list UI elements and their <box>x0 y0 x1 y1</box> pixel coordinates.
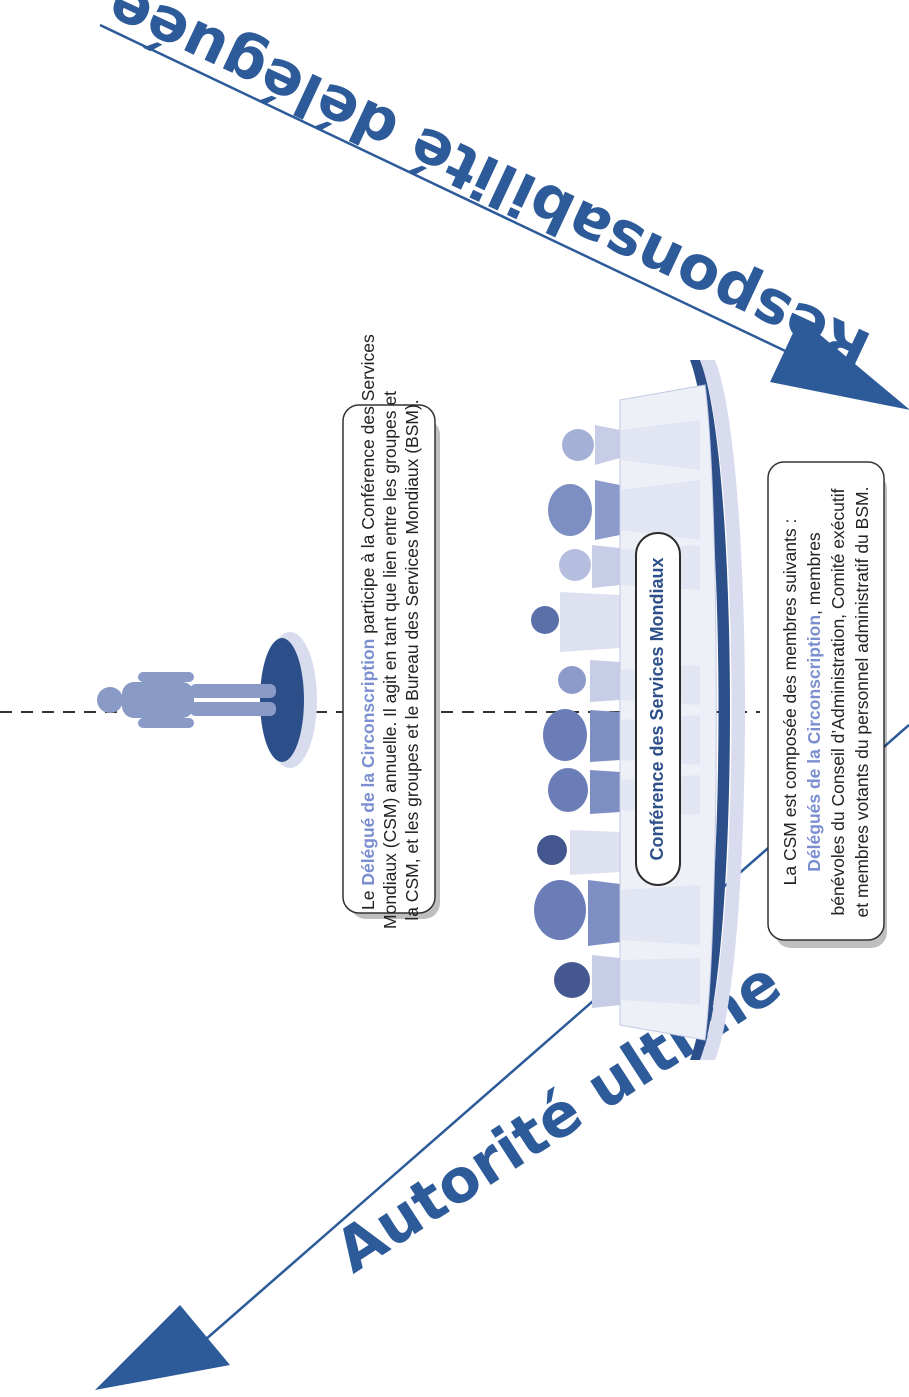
members-text-line4: et membres votants du personnel administ… <box>852 487 872 918</box>
delegate-info-box: Le Délégué de la Circonscription partici… <box>342 334 440 929</box>
conference-label-pill: Conférence des Services Mondiaux <box>635 532 681 886</box>
person-figure <box>559 545 620 588</box>
members-info-box: La CSM est composée des membres suivants… <box>767 461 887 948</box>
delegate-figure <box>97 632 317 768</box>
person-figure <box>548 480 620 540</box>
members-text-line1: La CSM est composée des membres suivants… <box>780 519 800 886</box>
arrowhead-icon <box>95 1305 230 1390</box>
person-figure <box>537 830 620 875</box>
conference-attendees <box>531 425 620 1008</box>
members-text-line2: Délégués de la Circonscription, membres <box>804 532 824 872</box>
person-figure <box>548 768 620 814</box>
delegated-responsibility-arrow <box>99 23 909 410</box>
delegated-responsibility-label: Responsabilité déléguée <box>96 0 880 386</box>
conference-label: Conférence des Services Mondiaux <box>647 557 667 860</box>
person-figure <box>534 880 620 946</box>
person-figure <box>562 425 620 465</box>
person-figure <box>543 709 620 762</box>
delegate-text-line2: Mondiaux (CSM) annuelle. Il agit en tant… <box>380 391 400 929</box>
person-figure <box>558 660 620 702</box>
delegate-text-line1: Le Délégué de la Circonscription partici… <box>358 334 378 910</box>
arrowhead-icon <box>770 318 909 410</box>
person-figure <box>554 955 620 1008</box>
person-figure <box>531 592 620 652</box>
members-text-line3: bénévoles du Conseil d’Administration, C… <box>828 488 848 915</box>
delegate-text-line3: la CSM, et les groupes et le Bureau des … <box>402 399 422 920</box>
